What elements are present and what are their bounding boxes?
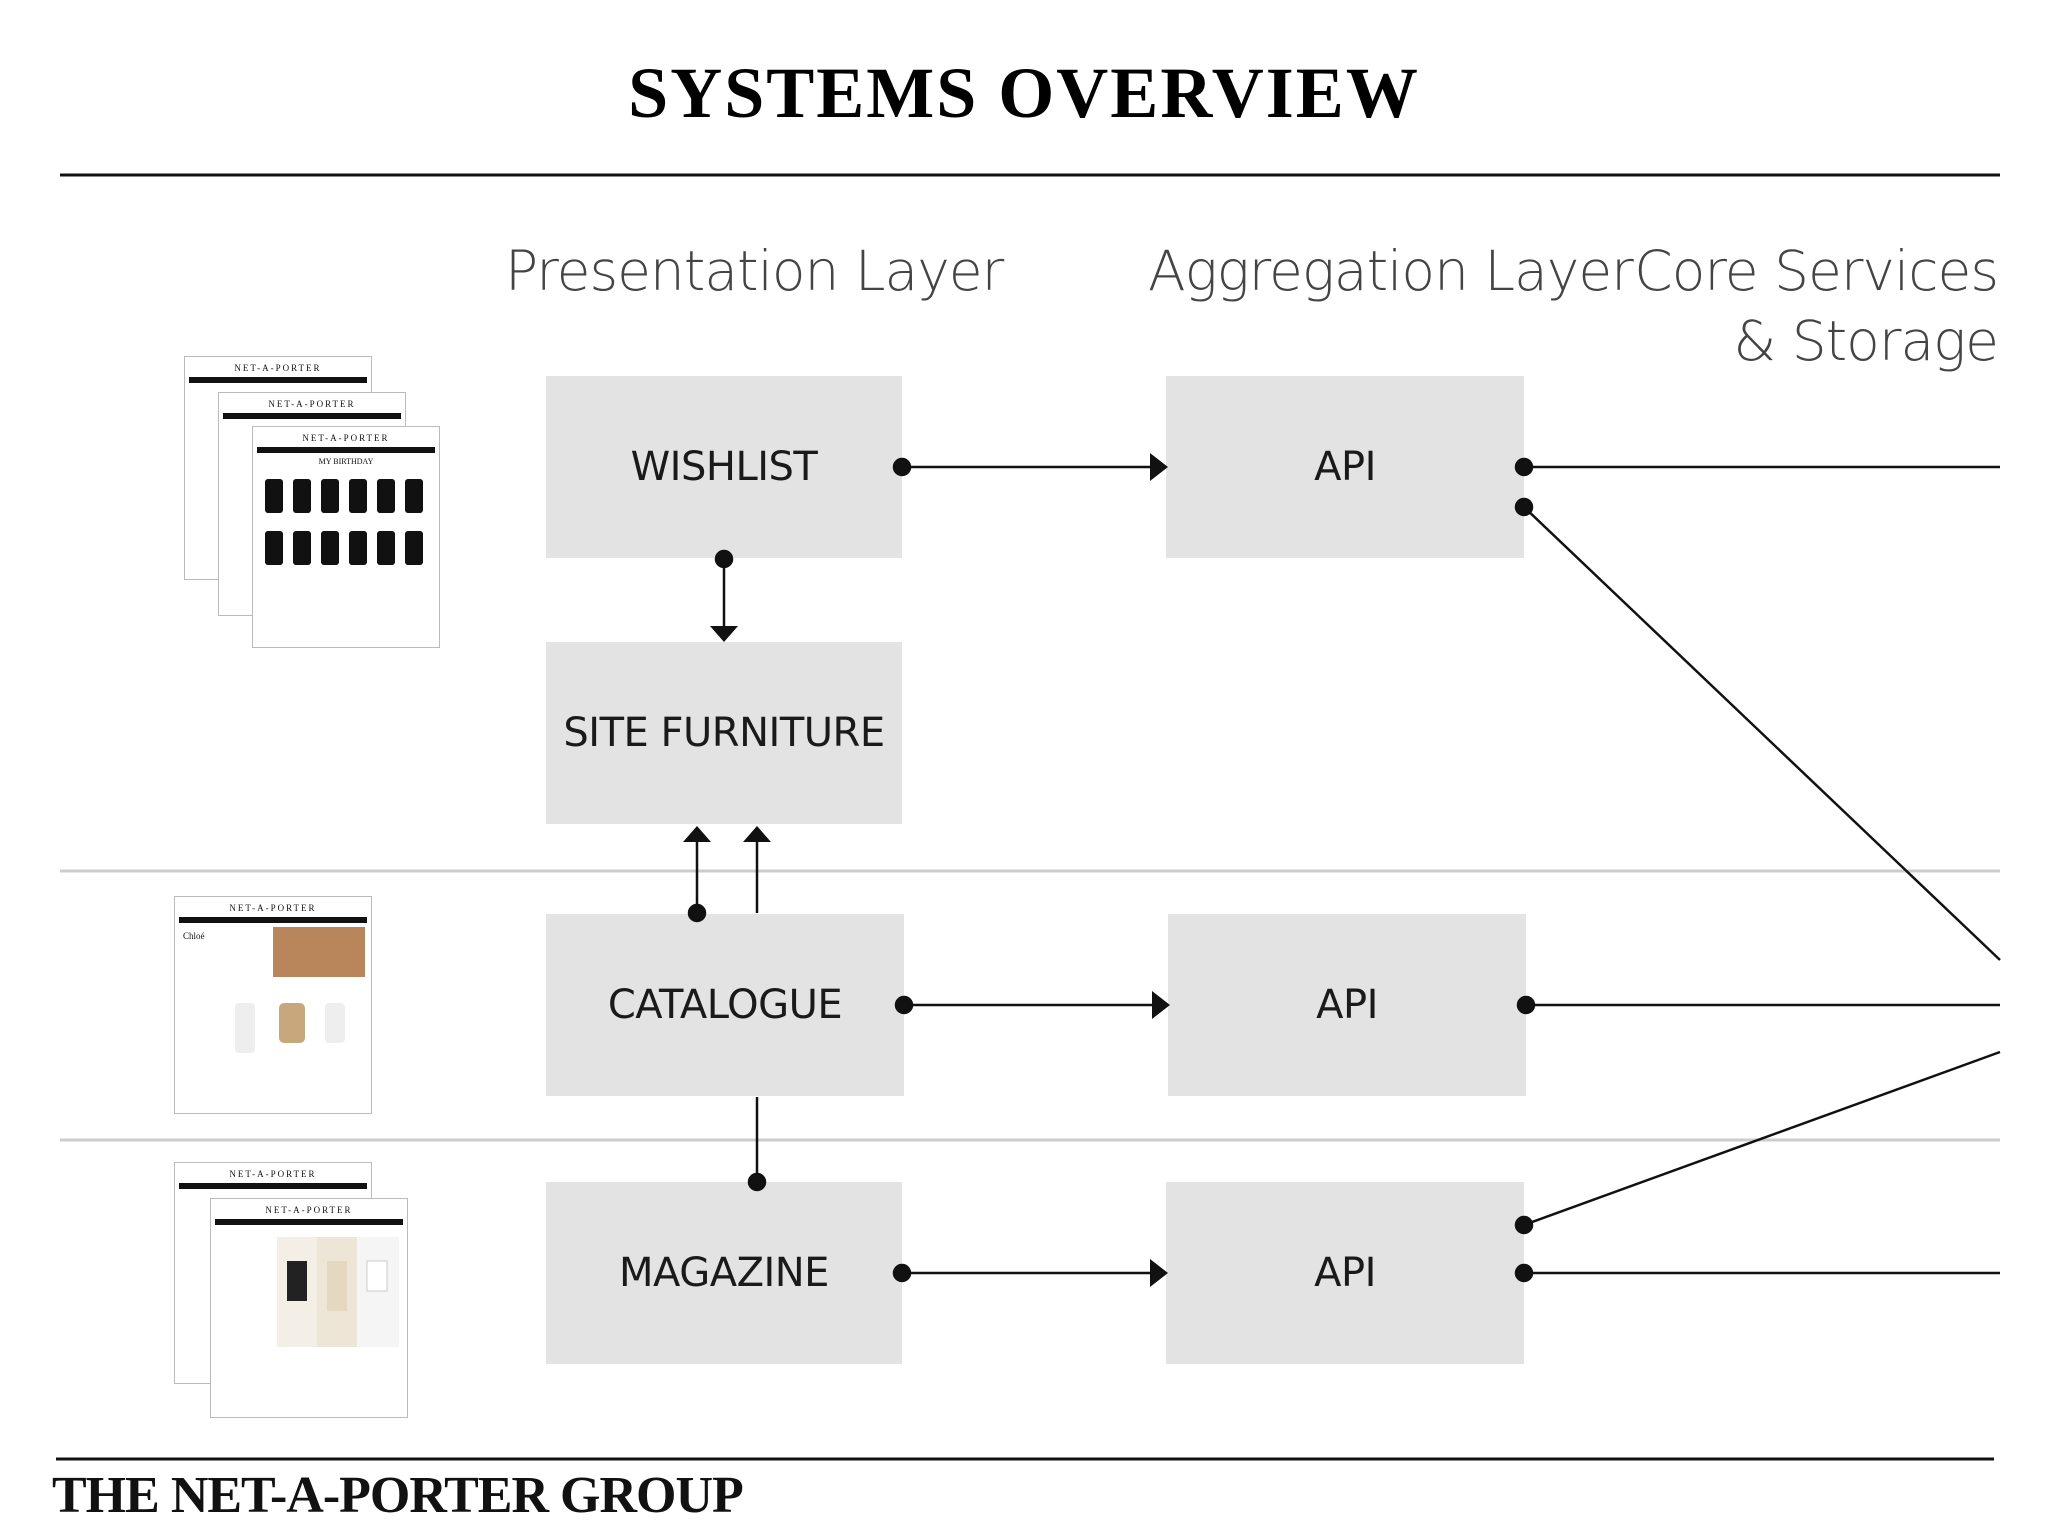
magazine-page-thumbnail-front: NET-A-PORTER [210,1198,408,1418]
thumbnail-model-photos [277,1237,399,1347]
core-services-header-line2: & Storage [1733,309,1999,373]
thumbnail-heading: Chloé [183,931,205,941]
api-3-core-dot [1514,1263,1534,1283]
wishlist-page-thumbnail-front: NET-A-PORTER MY BIRTHDAY [252,426,440,648]
thumbnail-nav-bar [189,377,367,383]
thumbnail-product-row [235,1003,345,1053]
site-furniture-box: SITE FURNITURE [546,642,902,824]
thumbnail-brand: NET-A-PORTER [229,1169,317,1179]
site-furniture-up-arrowhead-2 [743,826,771,842]
core-services-header-line1: Core Services [1634,239,1999,303]
catalogue-api-arrowhead [1152,991,1170,1019]
wishlist-api-arrowhead [1150,453,1168,481]
catalogue-furniture-dot [687,903,707,923]
wishlist-connector-dot [892,457,912,477]
aggregation-layer-header: Aggregation Layer [1148,239,1634,303]
api-box-magazine: API [1166,1182,1524,1364]
thumbnail-brand: NET-A-PORTER [268,399,356,409]
api-2-core-dot [1516,995,1536,1015]
thumbnail-brand: NET-A-PORTER [234,363,322,373]
thumbnail-product-grid [265,479,423,565]
site-furniture-down-arrowhead [710,626,738,642]
api-1-diagonal-dot [1514,497,1534,517]
magazine-api-arrowhead [1150,1259,1168,1287]
api-1-core-dot [1514,457,1534,477]
api-3-diagonal-dot [1514,1215,1534,1235]
core-services-header: Core Services & Storage [1634,236,1999,376]
thumbnail-brand: NET-A-PORTER [265,1205,353,1215]
thumbnail-nav-bar [179,917,367,923]
thumbnail-nav-bar [179,1183,367,1189]
catalogue-box: CATALOGUE [546,914,904,1096]
thumbnail-nav-bar [215,1219,403,1225]
api-box-catalogue: API [1168,914,1526,1096]
wishlist-box: WISHLIST [546,376,902,558]
api-box-wishlist: API [1166,376,1524,558]
thumbnail-hero-image [273,927,365,977]
thumbnail-brand: NET-A-PORTER [229,903,317,913]
magazine-top-dot [747,1172,767,1192]
catalogue-connector-dot [894,995,914,1015]
site-furniture-up-arrowhead-1 [683,826,711,842]
thumbnail-brand: NET-A-PORTER [302,433,390,443]
footer-brand: THE NET-A-PORTER GROUP [52,1467,744,1524]
catalogue-page-thumbnail: NET-A-PORTER Chloé [174,896,372,1114]
api-3-diagonal-line [1523,1050,2001,1227]
slide-title: SYSTEMS OVERVIEW [628,53,1420,133]
thumbnail-heading: MY BIRTHDAY [318,457,374,466]
thumbnail-nav-bar [223,413,401,419]
magazine-box: MAGAZINE [546,1182,902,1364]
api-1-diagonal-line [1523,506,2001,961]
wishlist-furniture-dot [714,549,734,569]
magazine-connector-dot [892,1263,912,1283]
presentation-layer-header: Presentation Layer [505,239,1004,303]
thumbnail-nav-bar [257,447,435,453]
